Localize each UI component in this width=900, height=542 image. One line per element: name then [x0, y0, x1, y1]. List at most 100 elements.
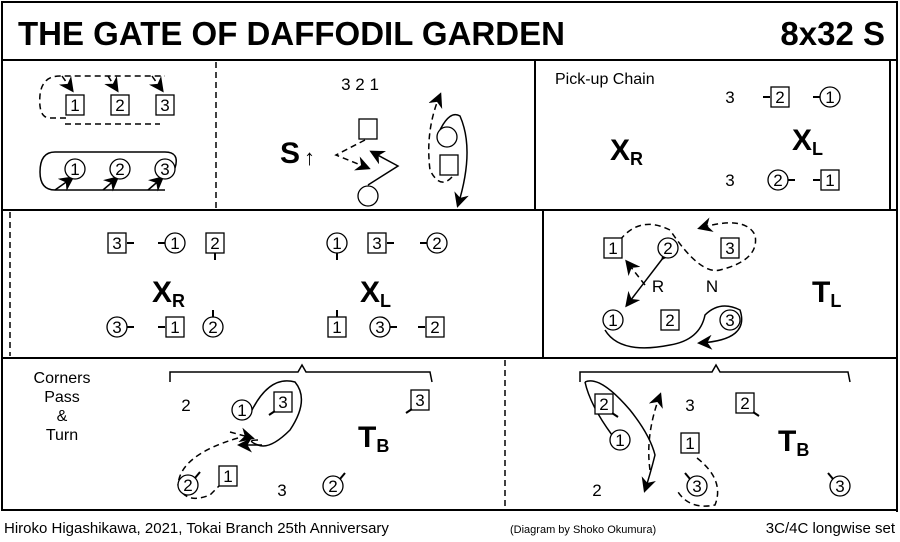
dancer-number: 1	[332, 318, 341, 337]
facing-tick-icon	[194, 471, 201, 479]
caption-line: &	[57, 408, 68, 425]
frame	[1, 1, 898, 512]
woman-dancer: 1	[231, 399, 253, 421]
square-icon	[425, 316, 445, 338]
footer-diagram-credit: (Diagram by Shoko Okumura)	[510, 524, 656, 536]
man-dancer: 1	[813, 169, 840, 191]
circle-icon	[657, 237, 679, 259]
woman-dancer: 3	[369, 316, 397, 338]
circle-icon	[829, 475, 851, 497]
woman-dancer: 2	[177, 471, 201, 496]
dancer-number: 2	[773, 171, 782, 190]
square-icon	[439, 154, 459, 176]
p6-caption: Corners Pass & Turn	[34, 370, 91, 444]
man-dancer: 2	[594, 393, 619, 418]
woman-dancer: 2	[657, 237, 679, 259]
dancer-number: 3	[112, 318, 121, 337]
dancer-number: 2	[663, 239, 672, 258]
dancer-number: 1	[170, 318, 179, 337]
square-icon	[660, 309, 680, 331]
dancer-number: 1	[332, 234, 341, 253]
dancer-number: 1	[70, 160, 79, 179]
p3-heading: Pick-up Chain	[555, 71, 655, 88]
up-arrow-icon: ↑	[304, 145, 315, 170]
movement-paths	[38, 75, 851, 507]
dancer-number: 3	[160, 96, 169, 115]
woman-dancer: 1	[609, 429, 631, 451]
footer-set-type: 3C/4C longwise set	[766, 520, 896, 537]
man-dancer: 2	[418, 316, 445, 338]
man-dancer: 2	[735, 392, 760, 417]
man-dancer: 3	[405, 389, 430, 414]
dancer-number: 3	[725, 239, 734, 258]
woman-dancer: 2	[109, 158, 131, 180]
dancer-number: 3	[278, 393, 287, 412]
dancer-number: 1	[223, 467, 232, 486]
p4-right-figure: XL	[360, 276, 391, 311]
p5-figure: TL	[812, 276, 841, 311]
dancer-number: 1	[70, 96, 79, 115]
dancer-number: 1	[825, 88, 834, 107]
dancer-number: 3	[375, 318, 384, 337]
dancer-number: 3	[160, 160, 169, 179]
woman-dancer	[357, 185, 379, 207]
circle-icon	[686, 475, 708, 497]
p7-figure: TB	[778, 425, 809, 460]
man-dancer: 3	[720, 237, 740, 259]
woman-dancer: 1	[602, 309, 624, 331]
man-dancer	[439, 154, 459, 176]
woman-dancer: 1	[813, 86, 841, 108]
dancer-number: 1	[685, 434, 694, 453]
caption-line: Corners	[34, 370, 91, 387]
woman-dancer: 1	[158, 232, 186, 254]
circle-icon	[64, 158, 86, 180]
man-dancer: 3	[107, 232, 134, 254]
dancer-number: 2	[740, 394, 749, 413]
dancer-number: 2	[430, 318, 439, 337]
circle-icon	[154, 158, 176, 180]
woman-dancer: 1	[326, 232, 348, 260]
square-icon	[107, 232, 127, 254]
man-dancer: 2	[110, 94, 130, 116]
dancer-number: 3	[372, 234, 381, 253]
p5-r-label: R	[652, 277, 664, 296]
woman-dancer	[436, 126, 458, 148]
dancer-number: 2	[432, 234, 441, 253]
footer-credit: Hiroko Higashikawa, 2021, Tokai Branch 2…	[4, 520, 389, 537]
circle-icon	[109, 158, 131, 180]
woman-dancer: 1	[64, 158, 86, 180]
circle-icon	[436, 126, 458, 148]
dance-code: 8x32 S	[780, 15, 885, 52]
man-dancer: 2	[205, 232, 225, 260]
p4-left-figure: XR	[152, 276, 185, 311]
man-dancer: 3	[367, 232, 394, 254]
dancer-number: 1	[237, 401, 246, 420]
square-icon	[65, 94, 85, 116]
man-dancer: 2	[763, 86, 790, 108]
dancer-number: 3	[835, 477, 844, 496]
circle-icon	[357, 185, 379, 207]
dancer-number: 3	[415, 391, 424, 410]
woman-dancer: 3	[684, 472, 708, 497]
man-dancer	[358, 118, 378, 140]
facing-tick-icon	[827, 472, 834, 480]
p7-position-b: 2	[592, 481, 601, 500]
circle-icon	[602, 309, 624, 331]
man-dancer: 1	[603, 237, 623, 259]
square-icon	[594, 393, 614, 415]
woman-dancer: 2	[322, 472, 346, 497]
square-icon	[358, 118, 378, 140]
dance-title: THE GATE OF DAFFODIL GARDEN	[18, 15, 565, 52]
square-icon	[603, 237, 623, 259]
p6-position-b: 3	[277, 481, 286, 500]
man-dancer: 1	[680, 432, 700, 454]
woman-dancer: 3	[106, 316, 134, 338]
square-icon	[218, 465, 238, 487]
p3-right-figure: XL	[792, 124, 823, 159]
circle-icon	[719, 309, 741, 331]
p3-bottom-position: 3	[725, 171, 734, 190]
square-icon	[820, 169, 840, 191]
square-icon	[735, 392, 755, 414]
dancer-number: 2	[208, 318, 217, 337]
